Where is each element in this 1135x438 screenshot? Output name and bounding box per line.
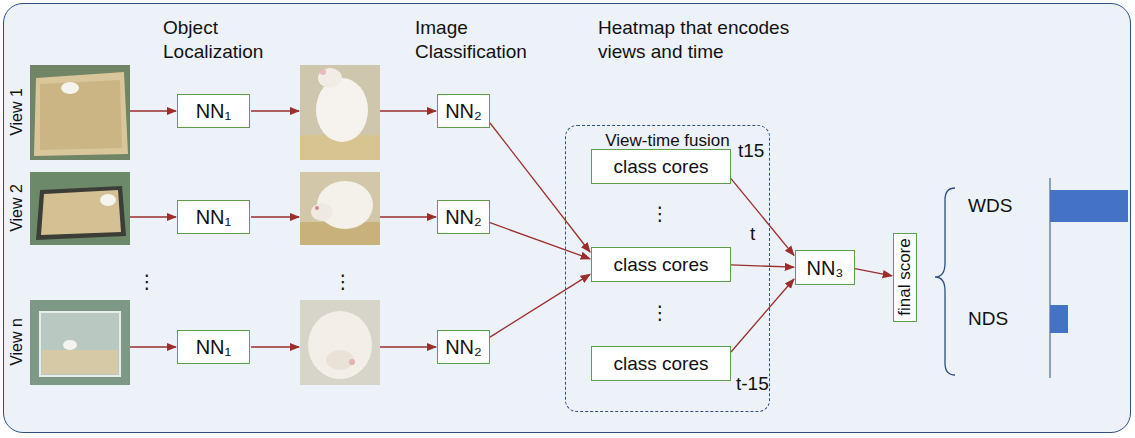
camera-photo xyxy=(30,300,130,385)
flow-arrows xyxy=(130,111,436,347)
class-score-box: class cores xyxy=(591,346,731,381)
ellipsis: ⋮ xyxy=(651,301,670,325)
flow-arrow xyxy=(855,269,892,276)
box-label: class cores xyxy=(613,253,708,277)
bracket xyxy=(935,188,955,375)
stage-heading: Object Localization xyxy=(163,16,298,64)
camera-photo xyxy=(30,65,130,160)
cropped-photo xyxy=(300,300,380,385)
flow-arrow xyxy=(731,279,794,352)
network-box: NN₁ xyxy=(177,200,250,234)
view-label: View 2 xyxy=(5,184,29,232)
cropped-photo xyxy=(300,65,380,160)
box-label: final score xyxy=(895,238,915,315)
score-bar xyxy=(1050,190,1128,222)
view-label: View 1 xyxy=(5,88,29,136)
flow-arrow xyxy=(490,274,590,337)
stage-heading: Heatmap that encodes views and time xyxy=(598,16,828,64)
network-box: NN₁ xyxy=(177,94,250,128)
cropped-photo xyxy=(300,172,380,245)
network-box: NN₂ xyxy=(437,330,490,364)
score-box: final score xyxy=(893,233,917,322)
flow-arrow xyxy=(731,265,794,267)
network-box: NN₃ xyxy=(795,250,855,285)
network-box: NN₂ xyxy=(437,200,490,234)
box-label: NN₁ xyxy=(196,99,232,123)
ellipsis: ⋮ xyxy=(138,270,157,294)
stage-heading: Image Classification xyxy=(415,16,560,64)
fusion-group: View-time fusionclass coresclass corescl… xyxy=(565,125,770,412)
box-label: NN₁ xyxy=(196,205,232,229)
camera-photo xyxy=(30,172,130,245)
score-label: WDS xyxy=(968,194,1012,218)
box-label: NN₁ xyxy=(196,335,232,359)
view-label: View n xyxy=(5,318,29,366)
box-label: NN₂ xyxy=(445,335,482,359)
ellipsis: ⋮ xyxy=(334,270,353,294)
score-bar xyxy=(1050,305,1068,333)
network-box: NN₂ xyxy=(437,94,490,128)
time-label: t-15 xyxy=(736,372,769,396)
time-label: t xyxy=(750,222,755,246)
class-score-box: class cores xyxy=(591,247,731,282)
box-label: NN₃ xyxy=(806,256,843,280)
time-label: t15 xyxy=(738,139,764,163)
flow-arrow xyxy=(490,123,590,252)
box-label: NN₂ xyxy=(445,99,482,123)
flow-arrow xyxy=(490,223,590,259)
box-label: class cores xyxy=(613,155,708,179)
class-score-box: class cores xyxy=(591,149,731,184)
box-label: class cores xyxy=(613,352,708,376)
score-label: NDS xyxy=(968,307,1008,331)
figure-panel xyxy=(3,3,1131,433)
network-box: NN₁ xyxy=(177,330,250,364)
box-label: NN₂ xyxy=(445,205,482,229)
ellipsis: ⋮ xyxy=(651,202,670,226)
flow-arrow xyxy=(731,179,794,256)
